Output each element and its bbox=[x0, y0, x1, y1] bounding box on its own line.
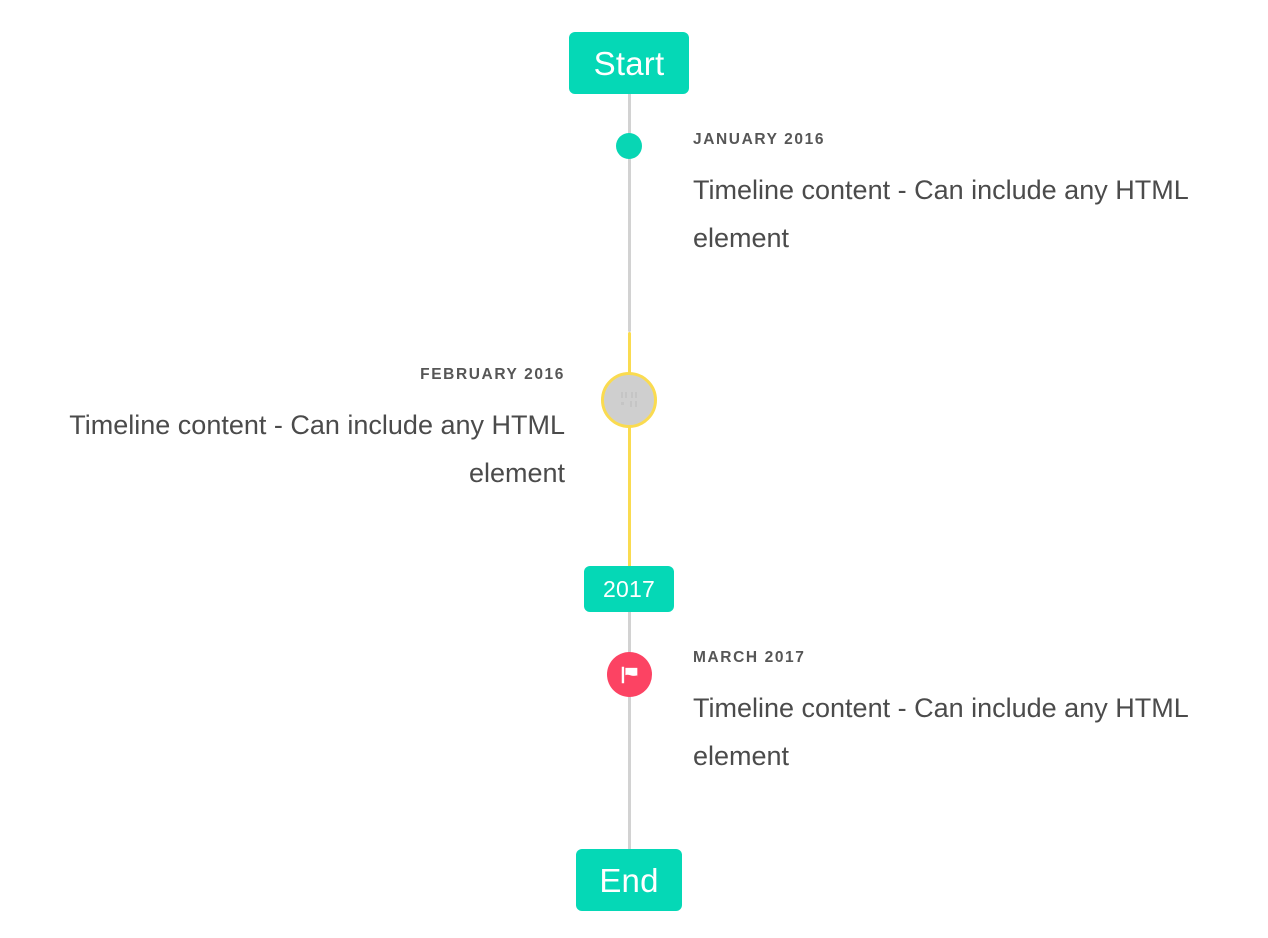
event-body-text: Timeline content - Can include any HTML … bbox=[69, 409, 565, 488]
event-date-label: JANUARY 2016 bbox=[693, 131, 826, 148]
event-date-label: MARCH 2017 bbox=[693, 649, 806, 666]
event-body-text: Timeline content - Can include any HTML … bbox=[693, 692, 1188, 771]
broken-image-icon bbox=[620, 392, 638, 408]
timeline-marker-dot[interactable] bbox=[616, 133, 642, 159]
timeline-rail-segment-bottom bbox=[628, 608, 631, 853]
timeline-rail-segment-top bbox=[628, 90, 631, 332]
event-date-label: FEBRUARY 2016 bbox=[420, 366, 565, 383]
flag-icon bbox=[621, 666, 637, 683]
timeline-rail-segment-yellow bbox=[628, 332, 631, 570]
timeline-end-badge[interactable]: End bbox=[576, 849, 682, 911]
timeline-event-january-2016: JANUARY 2016 Timeline content - Can incl… bbox=[693, 131, 1217, 262]
event-body-text: Timeline content - Can include any HTML … bbox=[693, 174, 1188, 253]
timeline-marker-flag[interactable] bbox=[607, 652, 652, 697]
timeline-event-march-2017: MARCH 2017 Timeline content - Can includ… bbox=[693, 649, 1217, 780]
timeline-start-badge[interactable]: Start bbox=[569, 32, 689, 94]
timeline-event-february-2016: FEBRUARY 2016 Timeline content - Can inc… bbox=[41, 366, 565, 497]
timeline-year-divider-badge[interactable]: 2017 bbox=[584, 566, 674, 612]
timeline-marker-broken-image[interactable] bbox=[601, 372, 657, 428]
